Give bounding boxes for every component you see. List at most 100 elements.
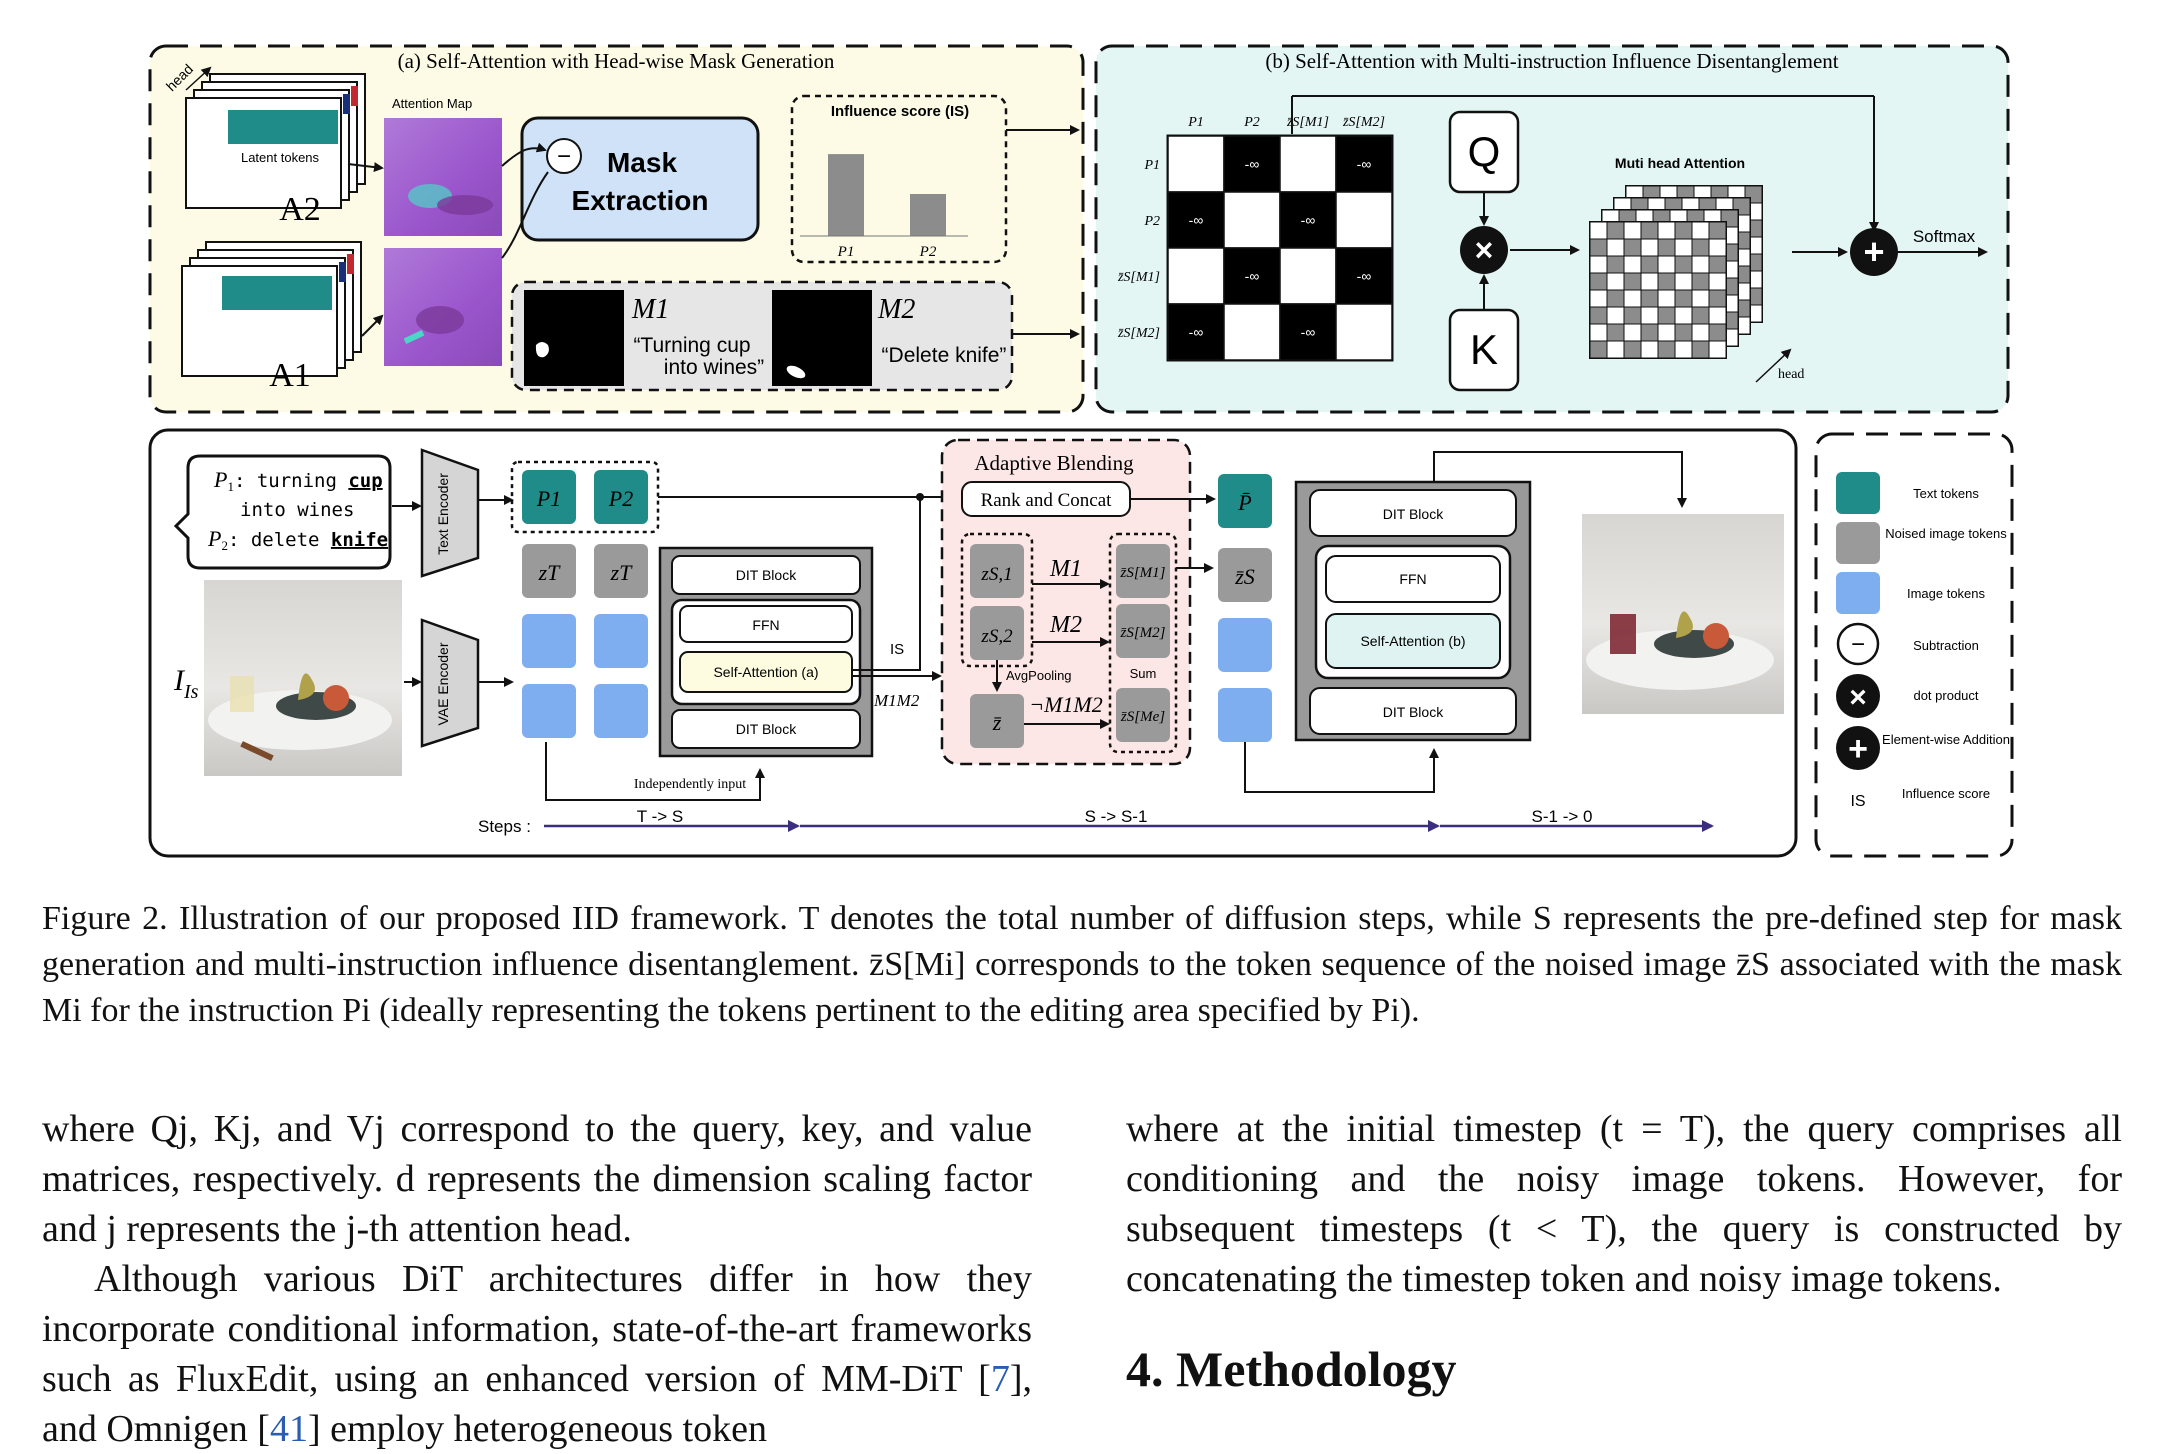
left-paragraph-1: where Qj, Kj, and Vj correspond to the q… bbox=[42, 1108, 1032, 1250]
iid-framework-figure: (a) Self-Attention with Head-wise Mask G… bbox=[148, 44, 2014, 858]
citation-41[interactable]: 41 bbox=[269, 1408, 308, 1450]
legend-addition-icon bbox=[1836, 726, 1880, 770]
a1-label: A1 bbox=[269, 357, 311, 394]
mha-cell bbox=[1640, 221, 1659, 240]
token-zs-m1 bbox=[1116, 544, 1170, 598]
multi-head-attention-stack bbox=[1589, 185, 1763, 359]
matrix-neg-inf-3-2: -∞ bbox=[1301, 324, 1316, 340]
self-attention-a: Self-Attention (a) bbox=[713, 664, 818, 680]
attention-stack-a2: Latent tokens A2 head bbox=[163, 61, 366, 228]
matrix-row-label-0: P1 bbox=[1143, 158, 1160, 173]
mha-cell bbox=[1691, 255, 1710, 274]
mha-cell bbox=[1640, 238, 1659, 257]
mask-extraction-line2: Extraction bbox=[572, 185, 709, 216]
m1-arrow-label: M1 bbox=[1049, 556, 1082, 582]
mha-cell bbox=[1640, 340, 1659, 359]
influence-bar-label-2: P2 bbox=[919, 244, 937, 260]
token-p2-label: P2 bbox=[608, 486, 633, 511]
matrix-neg-inf-3-0: -∞ bbox=[1189, 324, 1204, 340]
mha-cell bbox=[1606, 289, 1625, 308]
matrix-cell-0-0 bbox=[1167, 135, 1225, 193]
mha-cell bbox=[1708, 340, 1727, 359]
sum-label: Sum bbox=[1130, 666, 1157, 681]
matrix-cell-2-0 bbox=[1167, 247, 1225, 305]
matrix-col-label-0: P1 bbox=[1187, 115, 1204, 130]
right-column: where at the initial timestep (t = T), t… bbox=[1126, 1104, 2122, 1394]
matrix-neg-inf-2-1: -∞ bbox=[1245, 268, 1260, 284]
mha-cell bbox=[1589, 272, 1608, 291]
section-heading: 4. Methodology bbox=[1126, 1341, 1457, 1397]
matrix-neg-inf-1-0: -∞ bbox=[1189, 212, 1204, 228]
matrix-neg-inf-1-2: -∞ bbox=[1301, 212, 1316, 228]
m2-label: M2 bbox=[877, 294, 915, 325]
m1-caption-line2: into wines” bbox=[664, 356, 764, 379]
token-zs-me-label: z̄S[Me] bbox=[1120, 709, 1165, 725]
legend-add-glyph: + bbox=[1848, 730, 1868, 768]
mha-cell bbox=[1674, 340, 1693, 359]
dot-product-glyph: × bbox=[1475, 232, 1494, 268]
mha-cell bbox=[1674, 289, 1693, 308]
is-arrow-label: IS bbox=[890, 641, 904, 658]
mha-cell bbox=[1657, 323, 1676, 342]
latent-tokens-label: Latent tokens bbox=[241, 150, 320, 165]
matrix-cell-3-3 bbox=[1335, 303, 1393, 361]
dot-product-icon bbox=[1460, 226, 1508, 274]
panel-b: (b) Self-Attention with Multi-instructio… bbox=[1094, 44, 2010, 414]
mha-cell bbox=[1623, 272, 1642, 291]
token-zs-me bbox=[1116, 688, 1170, 742]
token-zbar-label: z̄ bbox=[992, 710, 1002, 735]
legend-panel: Text tokens Noised image tokens Image to… bbox=[1814, 432, 2014, 858]
multi-head-label: Muti head Attention bbox=[1615, 155, 1745, 171]
text-token-group bbox=[510, 460, 660, 534]
citation-7[interactable]: 7 bbox=[990, 1358, 1010, 1400]
vae-encoder-label: VAE Encoder bbox=[435, 642, 451, 725]
panel-b-title: (b) Self-Attention with Multi-instructio… bbox=[1265, 49, 1838, 73]
mha-cell bbox=[1674, 272, 1693, 291]
attention-map-label: Attention Map bbox=[392, 96, 472, 111]
mha-cell bbox=[1674, 238, 1693, 257]
legend-subtraction: Subtraction bbox=[1913, 638, 1979, 653]
dit-block-b-bottom: DIT Block bbox=[1383, 704, 1444, 720]
self-attention-b: Self-Attention (b) bbox=[1360, 633, 1465, 649]
adaptive-blending-panel: Adaptive Blending Rank and Concat zS,1 z… bbox=[940, 438, 1216, 766]
mha-cell bbox=[1640, 255, 1659, 274]
mha-cell bbox=[1606, 272, 1625, 291]
token-p-bar bbox=[1218, 474, 1272, 528]
mask-m1-image bbox=[524, 290, 624, 386]
mha-cell bbox=[1640, 289, 1659, 308]
mha-cell bbox=[1623, 238, 1642, 257]
matrix-col-label-2: z̄S[M1] bbox=[1286, 115, 1329, 130]
mha-cell bbox=[1674, 255, 1693, 274]
addition-glyph: + bbox=[1863, 231, 1884, 272]
token-zs-m1-label: z̄S[M1] bbox=[1119, 565, 1165, 581]
matrix-neg-inf-0-1: -∞ bbox=[1245, 156, 1260, 172]
mha-cell bbox=[1606, 255, 1625, 274]
text-encoder-label: Text Encoder bbox=[435, 473, 451, 555]
not-m1m2-label: ¬M1M2 bbox=[1029, 692, 1103, 717]
prompt-p1: P1: turning cup bbox=[213, 467, 383, 494]
mha-cell bbox=[1589, 306, 1608, 325]
token-zs-m2 bbox=[1116, 604, 1170, 658]
token-zt-2 bbox=[594, 544, 648, 598]
legend-dot-product: dot product bbox=[1913, 688, 1978, 703]
matrix-cell-3-1 bbox=[1223, 303, 1281, 361]
prompt-bubble: P1: turning cup into wines P2: delete kn… bbox=[173, 454, 392, 570]
left-paragraph-2: Although various DiT architectures diffe… bbox=[42, 1254, 1032, 1454]
caption-text: Illustration of our proposed IID framewo… bbox=[42, 900, 2122, 1029]
mha-cell bbox=[1623, 323, 1642, 342]
k-label: K bbox=[1470, 326, 1498, 373]
mha-cell bbox=[1674, 306, 1693, 325]
token-p1-label: P1 bbox=[536, 486, 561, 511]
token-zt-2-label: zT bbox=[610, 560, 634, 585]
output-image bbox=[1582, 514, 1784, 714]
token-zs2-label: zS,2 bbox=[980, 626, 1013, 647]
token-zs1-label: zS,1 bbox=[980, 564, 1012, 585]
mha-cell bbox=[1606, 306, 1625, 325]
mha-cell bbox=[1691, 289, 1710, 308]
text-encoder: Text Encoder bbox=[420, 448, 480, 578]
adaptive-blending-title: Adaptive Blending bbox=[974, 451, 1134, 475]
element-wise-addition-icon bbox=[1850, 228, 1898, 276]
left-p2-c: ] employ heterogeneous token bbox=[307, 1408, 767, 1450]
